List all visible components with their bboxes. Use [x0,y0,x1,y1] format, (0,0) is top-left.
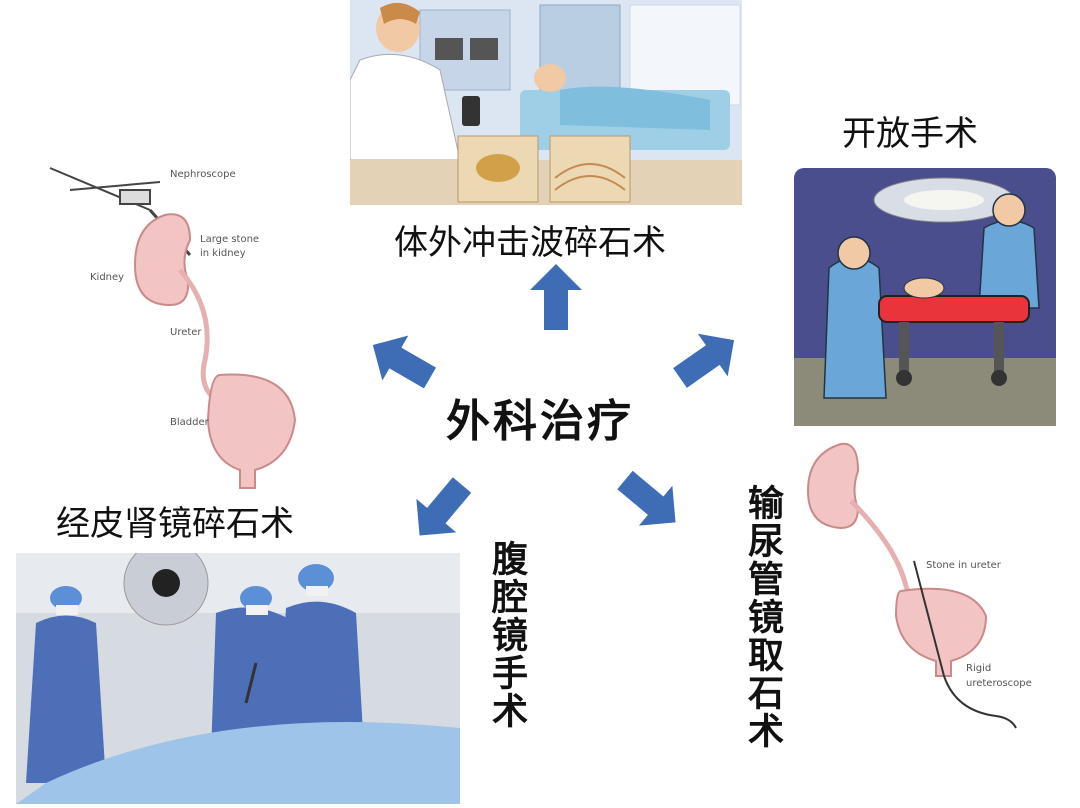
svg-text:Nephroscope: Nephroscope [170,169,236,180]
eswl-illustration [349,0,742,205]
ureteroscopic-label: 输尿管镜取石术 [742,484,783,750]
pcnl-label: 经皮肾镜碎石术 [56,504,294,544]
arrow-lower-right [608,460,693,543]
svg-text:Rigid: Rigid [966,663,991,674]
laparoscopic-photo [16,540,460,804]
arrow-upper-right [665,318,749,400]
open-surgery-label: 开放手术 [842,114,978,154]
svg-text:Kidney: Kidney [90,272,124,283]
svg-text:in kidney: in kidney [200,248,246,259]
svg-text:ureteroscope: ureteroscope [966,678,1032,689]
ureteroscopy-illustration: Stone in ureter Rigid ureteroscope [796,436,1056,736]
svg-text:Stone in ureter: Stone in ureter [926,560,1002,571]
arrow-upper-left [359,322,443,401]
arrow-lower-left [399,468,482,553]
laparoscopic-label: 腹腔镜手术 [486,540,527,730]
open-surgery-illustration [794,168,1056,426]
center-title: 外科治疗 [446,396,634,447]
svg-text:Large stone: Large stone [200,234,259,245]
arrow-up [530,264,582,330]
svg-text:Ureter: Ureter [170,327,202,338]
pcnl-illustration: Nephroscope Large stone in kidney Kidney… [40,160,300,490]
eswl-label: 体外冲击波碎石术 [394,223,666,263]
svg-text:Bladder: Bladder [170,417,210,428]
